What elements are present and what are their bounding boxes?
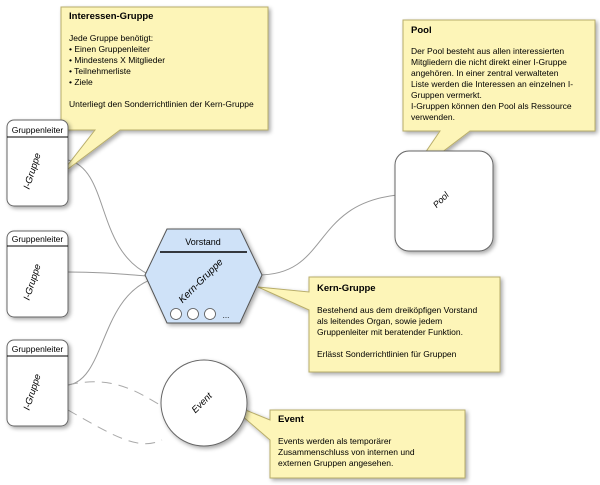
connector-group1-core [67, 159, 151, 276]
connector-group3-core [67, 279, 151, 386]
i-group-3: Gruppenleiter I-Gruppe [6, 339, 69, 427]
connector-core-pool [257, 194, 398, 276]
connector-group2-core [67, 271, 149, 277]
member-circle [187, 308, 199, 320]
pool-node: Pool [394, 150, 494, 252]
more-members-label: ... [223, 311, 230, 320]
note-event: Event Events werden als temporärer Zusam… [225, 401, 466, 479]
note-core-group: Kern-Gruppe Bestehend aus dem dreiköpfig… [257, 276, 501, 373]
note-interest-group-title: Interessen-Gruppe [69, 11, 153, 22]
note-event-title: Event [278, 414, 305, 425]
note-pool: Pool Der Pool besteht aus allen interess… [402, 19, 596, 179]
group-leader-label: Gruppenleiter [12, 125, 64, 135]
connector-group3-event [67, 381, 161, 406]
group-leader-label: Gruppenleiter [12, 234, 64, 244]
connectors [67, 159, 398, 445]
board-label: Vorstand [185, 237, 221, 247]
connector-event-group3-lower [67, 409, 163, 445]
note-pool-title: Pool [411, 25, 432, 36]
core-group-hexagon: Vorstand Kern-Gruppe ... [144, 228, 263, 324]
member-circle [204, 308, 216, 320]
note-core-group-title: Kern-Gruppe [317, 283, 376, 294]
note-interest-group-body: Jede Gruppe benötigt: • Einen Gruppenlei… [69, 33, 254, 109]
event-node: Event [160, 359, 248, 447]
i-group-1: Gruppenleiter I-Gruppe [6, 119, 69, 207]
member-circle [170, 308, 182, 320]
group-leader-label: Gruppenleiter [12, 344, 64, 354]
note-interest-group: Interessen-Gruppe Jede Gruppe benötigt: … [59, 6, 269, 176]
i-group-2: Gruppenleiter I-Gruppe [6, 230, 69, 318]
note-core-group-body: Bestehend aus dem dreiköpfigen Vorstand … [317, 305, 480, 359]
note-event-body: Events werden als temporärer Zusammensch… [278, 436, 417, 468]
note-pool-body: Der Pool besteht aus allen interessierte… [411, 46, 575, 122]
